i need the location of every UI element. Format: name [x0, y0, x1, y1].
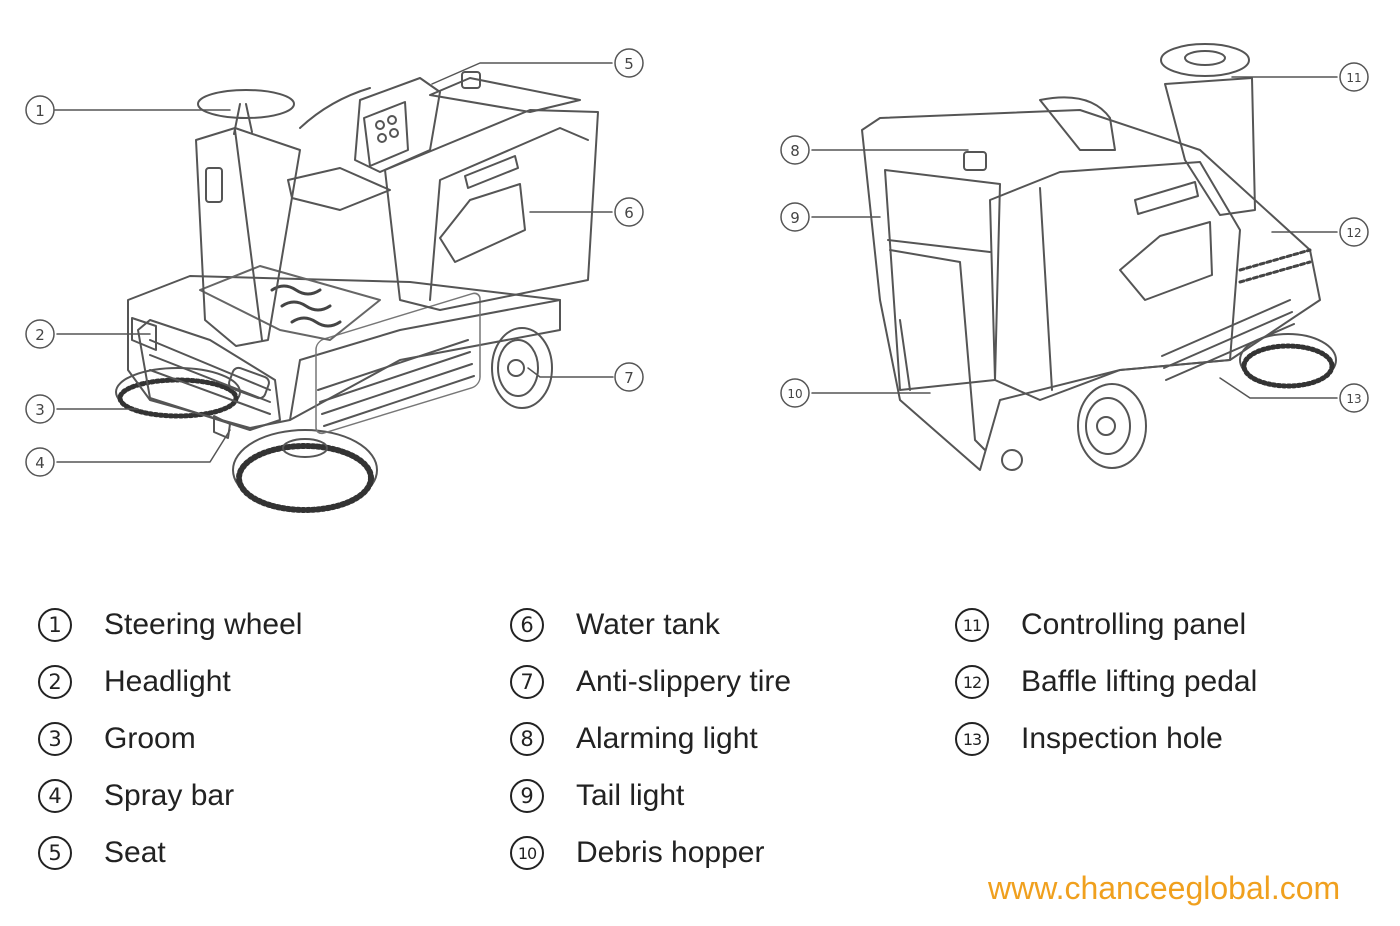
callout-number-5: 5 — [624, 55, 634, 73]
callout-number-11: 11 — [1346, 71, 1361, 85]
callouts — [25, 48, 1369, 477]
callout-number-13: 13 — [1346, 392, 1361, 406]
callout-number-4: 4 — [35, 454, 45, 472]
callout-number-8: 8 — [790, 142, 800, 160]
rear-view-sweeper — [861, 43, 1337, 471]
front-view-wheel — [491, 327, 553, 409]
callout-5 — [614, 48, 644, 78]
callout-9 — [780, 202, 810, 232]
callout-6 — [614, 197, 644, 227]
callout-4 — [25, 447, 55, 477]
callout-number-7: 7 — [624, 369, 634, 387]
front-view-seat — [299, 77, 441, 173]
watermark-url: www.chanceeglobal.com — [988, 870, 1341, 906]
callout-number-10: 10 — [787, 387, 802, 401]
rear-view-wheel — [1077, 383, 1147, 469]
callout-11 — [1339, 62, 1369, 92]
callout-number-2: 2 — [35, 326, 45, 344]
callout-2 — [25, 319, 55, 349]
front-view-sweeper — [115, 71, 599, 513]
front-view-steering-wheel — [197, 89, 295, 135]
callout-number-6: 6 — [624, 204, 634, 222]
right-side-brush — [232, 429, 378, 513]
rear-right-side-brush — [1239, 333, 1337, 389]
callout-number-12: 12 — [1346, 226, 1361, 240]
callout-1 — [25, 95, 55, 125]
callout-13 — [1339, 383, 1369, 413]
leader-lines — [54, 62, 1338, 463]
callout-numbers: 1 2 3 4 5 6 7 8 9 10 11 12 13 — [35, 55, 1361, 472]
callout-number-9: 9 — [790, 209, 800, 227]
callout-number-3: 3 — [35, 401, 45, 419]
callout-8 — [780, 135, 810, 165]
callout-12 — [1339, 217, 1369, 247]
callout-10 — [780, 378, 810, 408]
callout-7 — [614, 362, 644, 392]
callout-number-1: 1 — [35, 102, 45, 120]
callout-3 — [25, 394, 55, 424]
